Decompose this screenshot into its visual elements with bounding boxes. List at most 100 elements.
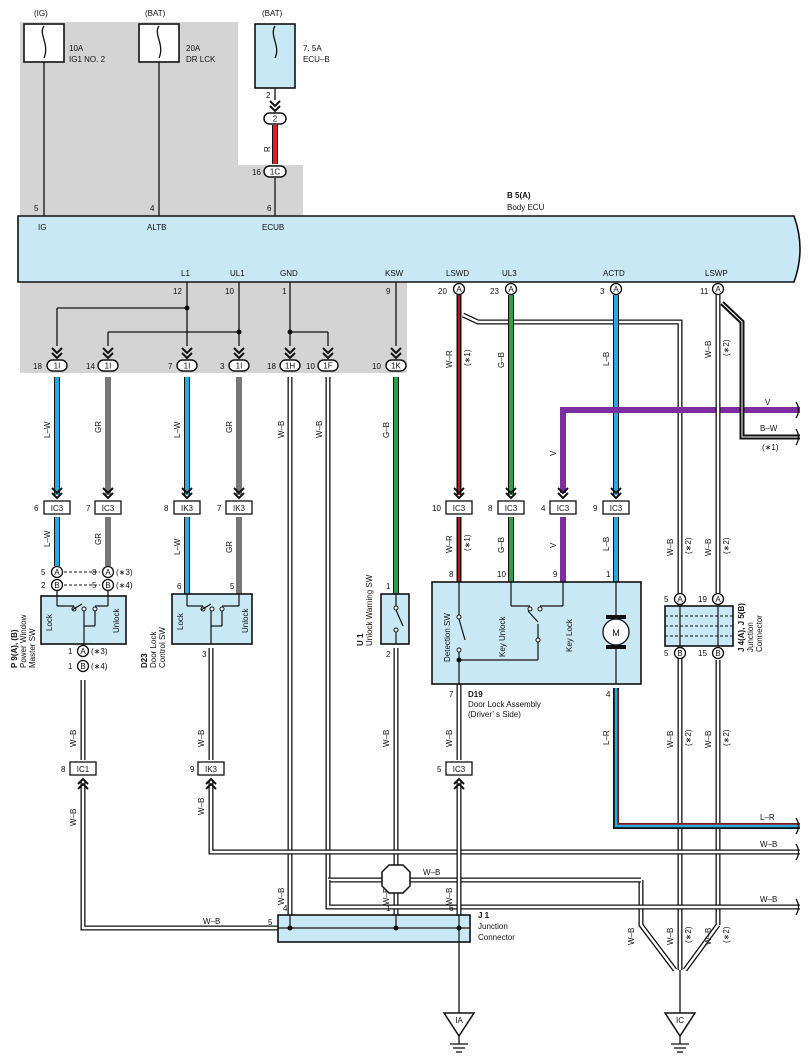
svg-text:W–R: W–R [445, 535, 454, 553]
svg-text:(∗1): (∗1) [463, 534, 472, 551]
svg-text:(∗3): (∗3) [91, 647, 108, 656]
svg-text:1: 1 [68, 647, 73, 656]
svg-text:IC3: IC3 [102, 504, 115, 513]
svg-text:L–W: L–W [43, 530, 52, 547]
svg-text:16: 16 [252, 168, 261, 177]
svg-text:4: 4 [541, 504, 546, 513]
svg-text:Connector: Connector [755, 615, 764, 652]
svg-text:7: 7 [168, 362, 173, 371]
svg-text:18: 18 [33, 362, 42, 371]
svg-text:GR: GR [225, 541, 234, 553]
svg-text:DR LCK: DR LCK [186, 55, 216, 64]
svg-text:LSWP: LSWP [705, 269, 728, 278]
body-ecu: B 5(A) Body ECU 5 IG 4 ALTB 6 ECUB L1 UL… [17, 191, 801, 283]
svg-text:L1: L1 [181, 269, 190, 278]
svg-text:(Driver’ s Side): (Driver’ s Side) [468, 710, 521, 719]
svg-text:IG1 NO. 2: IG1 NO. 2 [69, 55, 106, 64]
svg-text:W–B: W–B [445, 888, 454, 905]
door-lock-assembly: 8 10 9 1 Detection SW Key Unlock Key Loc… [431, 570, 642, 719]
svg-text:Power Window: Power Window [19, 614, 28, 668]
svg-text:6: 6 [34, 504, 39, 513]
fuse-dr-lck: (BAT) 20A DR LCK [138, 9, 216, 64]
svg-text:G–B: G–B [497, 537, 506, 553]
svg-text:8: 8 [164, 504, 169, 513]
svg-text:8: 8 [92, 568, 97, 577]
svg-text:B: B [677, 649, 682, 658]
svg-text:A: A [54, 568, 60, 577]
svg-text:IC1: IC1 [77, 765, 90, 774]
svg-text:3: 3 [220, 362, 225, 371]
svg-text:19: 19 [698, 595, 707, 604]
svg-text:L–B: L–B [602, 537, 611, 551]
svg-text:1H: 1H [285, 362, 295, 371]
svg-text:UL1: UL1 [230, 269, 245, 278]
svg-text:Key Unlock: Key Unlock [498, 616, 507, 657]
svg-text:10: 10 [497, 570, 506, 579]
svg-text:IC3: IC3 [505, 504, 518, 513]
svg-text:D23: D23 [140, 653, 149, 668]
svg-text:(∗2): (∗2) [684, 926, 693, 943]
svg-text:B: B [105, 581, 110, 590]
svg-text:8: 8 [61, 765, 66, 774]
svg-text:(∗2): (∗2) [722, 729, 731, 746]
svg-text:20A: 20A [186, 44, 201, 53]
svg-text:W–B: W–B [69, 809, 78, 826]
wire-continuation-marks [795, 401, 800, 916]
svg-text:D19: D19 [468, 690, 483, 699]
svg-text:3: 3 [202, 650, 207, 659]
svg-text:ALTB: ALTB [147, 223, 166, 232]
svg-text:1: 1 [386, 582, 391, 591]
svg-text:W–B: W–B [760, 895, 777, 904]
svg-text:18: 18 [267, 362, 276, 371]
svg-text:9: 9 [190, 765, 195, 774]
svg-text:W–B: W–B [382, 730, 391, 747]
splice-dots [184, 305, 293, 335]
svg-text:1I: 1I [105, 362, 112, 371]
svg-text:A: A [715, 285, 721, 294]
svg-text:5: 5 [664, 595, 669, 604]
svg-text:IC3: IC3 [557, 504, 570, 513]
svg-text:1I: 1I [54, 362, 61, 371]
svg-text:Unlock Warning SW: Unlock Warning SW [365, 574, 374, 646]
svg-text:Master SW: Master SW [28, 628, 37, 668]
svg-text:W–B: W–B [277, 888, 286, 905]
svg-text:IA: IA [455, 1016, 463, 1025]
svg-text:5: 5 [41, 568, 46, 577]
svg-text:IC3: IC3 [610, 504, 623, 513]
svg-text:V: V [549, 542, 558, 548]
svg-text:(∗2): (∗2) [722, 926, 731, 943]
svg-text:5: 5 [268, 918, 273, 927]
svg-text:W–B: W–B [704, 928, 713, 945]
svg-text:IK3: IK3 [233, 504, 246, 513]
svg-text:UL3: UL3 [502, 269, 517, 278]
svg-text:9: 9 [386, 287, 391, 296]
fuse-ig1-no2: (IG) 10A IG1 NO. 2 [23, 9, 106, 64]
svg-text:11: 11 [700, 287, 709, 296]
instrument-panel-region [20, 22, 407, 373]
svg-text:10: 10 [372, 362, 381, 371]
ecu-name: Body ECU [507, 203, 545, 212]
svg-text:Lock: Lock [45, 613, 54, 631]
svg-text:10A: 10A [69, 44, 84, 53]
svg-text:G–B: G–B [382, 422, 391, 438]
svg-text:8: 8 [488, 504, 493, 513]
svg-text:4: 4 [283, 904, 288, 913]
ecu-bottom-pin-numbers: 12 10 1 9 20 A 23 A 3 A 11 A [173, 282, 725, 296]
svg-text:W–B: W–B [315, 421, 324, 438]
fuse-ecu-b: (BAT) 7. 5A ECU–B [254, 9, 330, 89]
svg-text:A: A [80, 647, 86, 656]
wire-color-r: R [263, 146, 272, 152]
svg-text:Junction: Junction [478, 922, 508, 931]
svg-text:W–B: W–B [704, 341, 713, 358]
unlock-warning-switch: 1 2 U 1 Unlock Warning SW [356, 574, 410, 659]
svg-text:6: 6 [449, 904, 454, 913]
svg-text:W–B: W–B [445, 730, 454, 747]
svg-text:ECU–B: ECU–B [303, 55, 330, 64]
svg-text:5: 5 [664, 649, 669, 658]
svg-text:1I: 1I [184, 362, 191, 371]
svg-text:L–W: L–W [173, 421, 182, 438]
svg-text:7: 7 [86, 504, 91, 513]
svg-text:1: 1 [282, 287, 287, 296]
svg-text:23: 23 [490, 287, 499, 296]
svg-text:Unlock: Unlock [112, 608, 121, 633]
